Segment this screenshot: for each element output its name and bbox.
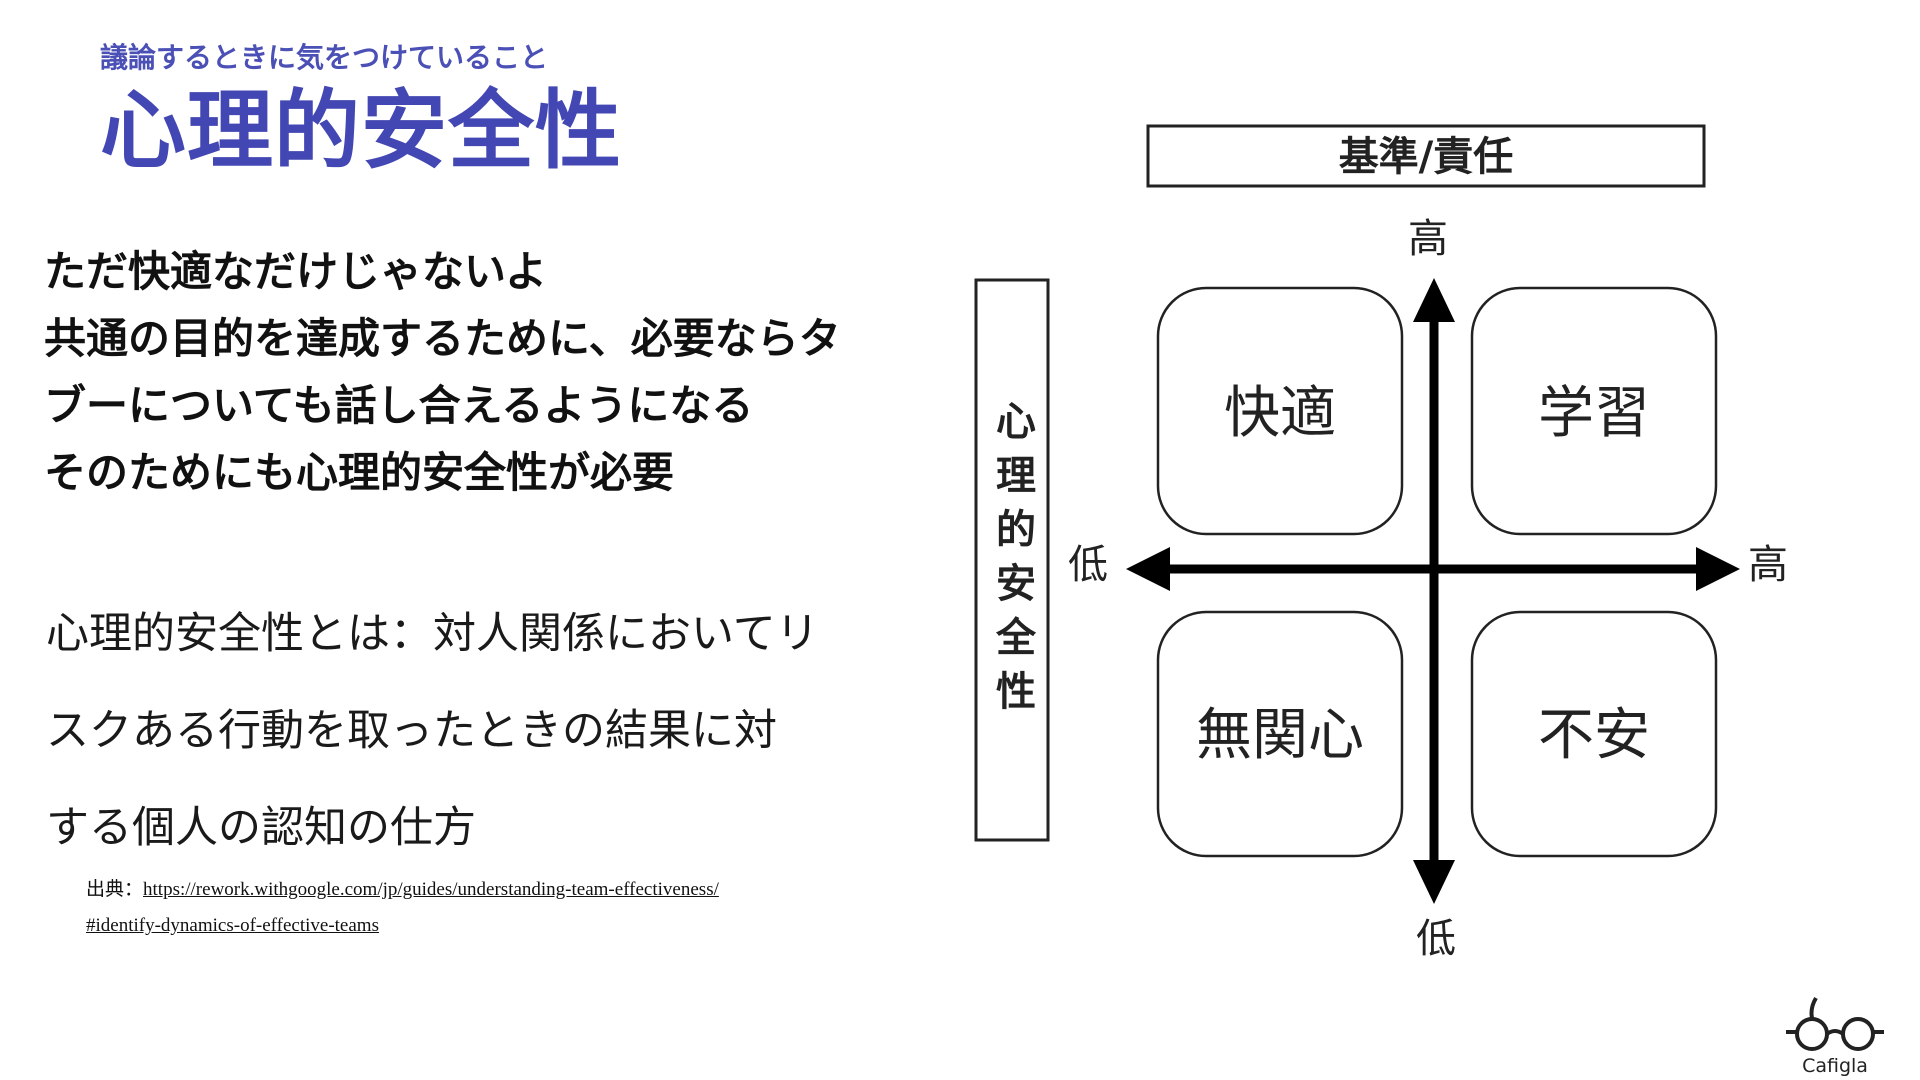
quadrant-box-bottom-left bbox=[1156, 610, 1404, 858]
y-axis-high-label: 高 bbox=[1408, 216, 1448, 262]
quadrant-label-top-left: 快適 bbox=[1224, 381, 1336, 446]
source-prefix: 出典： bbox=[86, 879, 144, 900]
quadrant-label-top-right: 学習 bbox=[1538, 381, 1650, 446]
definition-line: 心理的安全性とは：対人関係においてリ bbox=[46, 609, 819, 659]
top-axis-label-box bbox=[1146, 124, 1706, 188]
left-axis-label: 心理的安全性 bbox=[989, 400, 1037, 724]
logo-text: Cafigla bbox=[1802, 1055, 1868, 1077]
quadrant-label-bottom-left: 無関心 bbox=[1196, 703, 1364, 768]
definition-line: スクある行動を取ったときの結果に対 bbox=[46, 706, 777, 756]
key-message: ただ快適なだけじゃないよ 共通の目的を達成するために、必要ならタ ブーについても… bbox=[44, 238, 841, 506]
horizontal-axis-arrow-right bbox=[1696, 547, 1740, 591]
quadrant-label-bottom-right: 不安 bbox=[1538, 703, 1650, 768]
vertical-axis-arrow-up bbox=[1413, 278, 1455, 322]
cafigla-logo: Cafigla bbox=[1786, 996, 1884, 1077]
x-axis-high-label: 高 bbox=[1748, 542, 1788, 588]
source-link-line1[interactable]: https://rework.withgoogle.com/jp/guides/… bbox=[143, 879, 719, 900]
source-link-line2[interactable]: #identify-dynamics-of-effective-teams bbox=[86, 915, 379, 936]
vertical-axis-arrow-down bbox=[1413, 860, 1455, 904]
horizontal-axis-arrow-left bbox=[1126, 547, 1170, 591]
definition-text: 心理的安全性とは：対人関係においてリ スクある行動を取ったときの結果に対 する個… bbox=[46, 586, 819, 877]
slide-title: 心理的安全性 bbox=[100, 81, 622, 181]
key-message-line: ただ快適なだけじゃないよ bbox=[44, 247, 548, 296]
top-axis-label: 基準/責任 bbox=[1339, 134, 1514, 180]
glasses-icon bbox=[1786, 996, 1884, 1051]
quadrant-box-top-left bbox=[1156, 286, 1404, 536]
y-axis-low-label: 低 bbox=[1416, 916, 1456, 962]
definition-line: する個人の認知の仕方 bbox=[46, 803, 476, 853]
x-axis-low-label: 低 bbox=[1068, 542, 1108, 588]
source-citation: 出典：https://rework.withgoogle.com/jp/guid… bbox=[86, 872, 719, 944]
left-axis-label-box bbox=[974, 278, 1050, 842]
key-message-line: そのためにも心理的安全性が必要 bbox=[44, 448, 675, 497]
slide-subtitle: 議論するときに気をつけていること bbox=[100, 41, 549, 74]
key-message-line: ブーについても話し合えるようになる bbox=[44, 381, 754, 430]
quadrant-box-bottom-right bbox=[1470, 610, 1718, 858]
quadrant-box-top-right bbox=[1470, 286, 1718, 536]
key-message-line: 共通の目的を達成するために、必要ならタ bbox=[44, 314, 841, 363]
